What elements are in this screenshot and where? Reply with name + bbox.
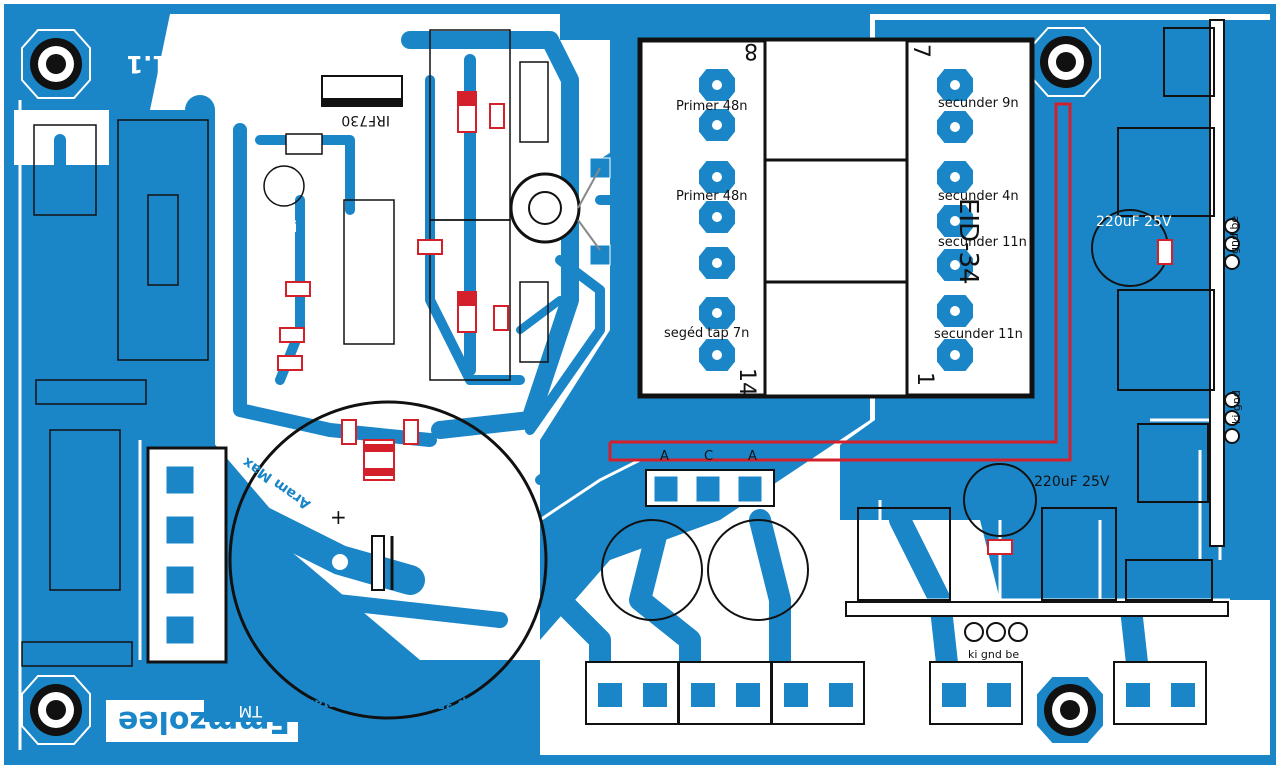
- bulk-capacitor: [228, 400, 548, 720]
- pin8-label: 8: [744, 38, 758, 63]
- right-top-label: gnd be: [1228, 216, 1241, 254]
- output-label: - 35V +: [600, 736, 657, 754]
- smd-fills: [364, 92, 476, 476]
- diode-package: [645, 469, 775, 507]
- cap1-label: 220uF 25V: [1096, 214, 1172, 230]
- bridge-rectifier: [146, 446, 228, 664]
- logo-text: Emmzolee: [118, 704, 290, 739]
- transformer-label: EID-34: [953, 198, 983, 285]
- sec1-label: secunder 9n: [938, 96, 1019, 111]
- mount-hole-top-left: [21, 29, 91, 99]
- logo-box: [102, 696, 302, 746]
- transformer-pad-holes: [712, 80, 960, 360]
- cap2-label: 220uF 25V: [1034, 474, 1110, 490]
- sec4-label: secunder 11n: [934, 327, 1023, 342]
- driver-area: [263, 29, 549, 381]
- heatsink: [845, 19, 1229, 617]
- mount-hole-bottom-right: [1035, 675, 1105, 745]
- diode-a2: A: [748, 449, 757, 464]
- seged-label: segéd tap 7n: [664, 326, 749, 341]
- regulator-pins: [964, 622, 1028, 642]
- output-labels: - 35V + - 35V + - 35V + - 12V + - 5V +: [600, 736, 1179, 754]
- diode-c: C: [704, 449, 713, 464]
- bulk-cap-plus: +: [330, 505, 347, 529]
- bridge-minus: -: [206, 598, 213, 619]
- version-label: V:1.1: [126, 50, 196, 78]
- logo-tm: TM: [238, 702, 263, 721]
- sec2-label: secunder 4n: [938, 189, 1019, 204]
- pin7-label: 7: [908, 44, 933, 58]
- credit-line1: CNC táp 35V 7A + 12V 3A stab,: [301, 697, 512, 711]
- sec3-label: secunder 11n: [938, 235, 1027, 250]
- mosfet-irf730: [321, 75, 403, 107]
- fuse-holder: [21, 119, 209, 667]
- irf-label: IRF730: [341, 112, 390, 128]
- freki-label: Freki: [262, 218, 297, 236]
- bridge-ac2: ~: [204, 548, 219, 569]
- credit-line2: + 5V 3A ultra stab.: [351, 721, 480, 735]
- primer2-label: Primer 48n: [676, 189, 748, 204]
- toroid-choke: [509, 157, 611, 266]
- output-label: - 35V +: [786, 736, 843, 754]
- mount-hole-top-right: [1031, 27, 1101, 97]
- silk-labels: V:1.1 IRF730 Freki Primer 48n Primer 48n…: [118, 38, 1243, 739]
- diode-a1: A: [660, 449, 669, 464]
- primer1-label: Primer 48n: [676, 99, 748, 114]
- bridge-ac1: ~: [204, 498, 219, 519]
- output-capacitors: [601, 209, 1169, 621]
- regulator-pin-label: ki gnd be: [968, 648, 1019, 661]
- mount-hole-bottom-left: [21, 675, 91, 745]
- output-label: - 35V +: [694, 736, 751, 754]
- right-side-pads: [1224, 218, 1240, 444]
- highlight-wire: [608, 102, 1072, 462]
- output-terminals: [585, 661, 1207, 725]
- right-bottom-label: ki gnd: [1230, 390, 1243, 424]
- output-label: - 12V +: [944, 736, 1001, 754]
- pin1-label: 1: [912, 372, 937, 386]
- bridge-plus: +: [204, 452, 219, 473]
- output-label: - 5V +: [1132, 736, 1179, 754]
- pin14-label: 14: [734, 368, 759, 396]
